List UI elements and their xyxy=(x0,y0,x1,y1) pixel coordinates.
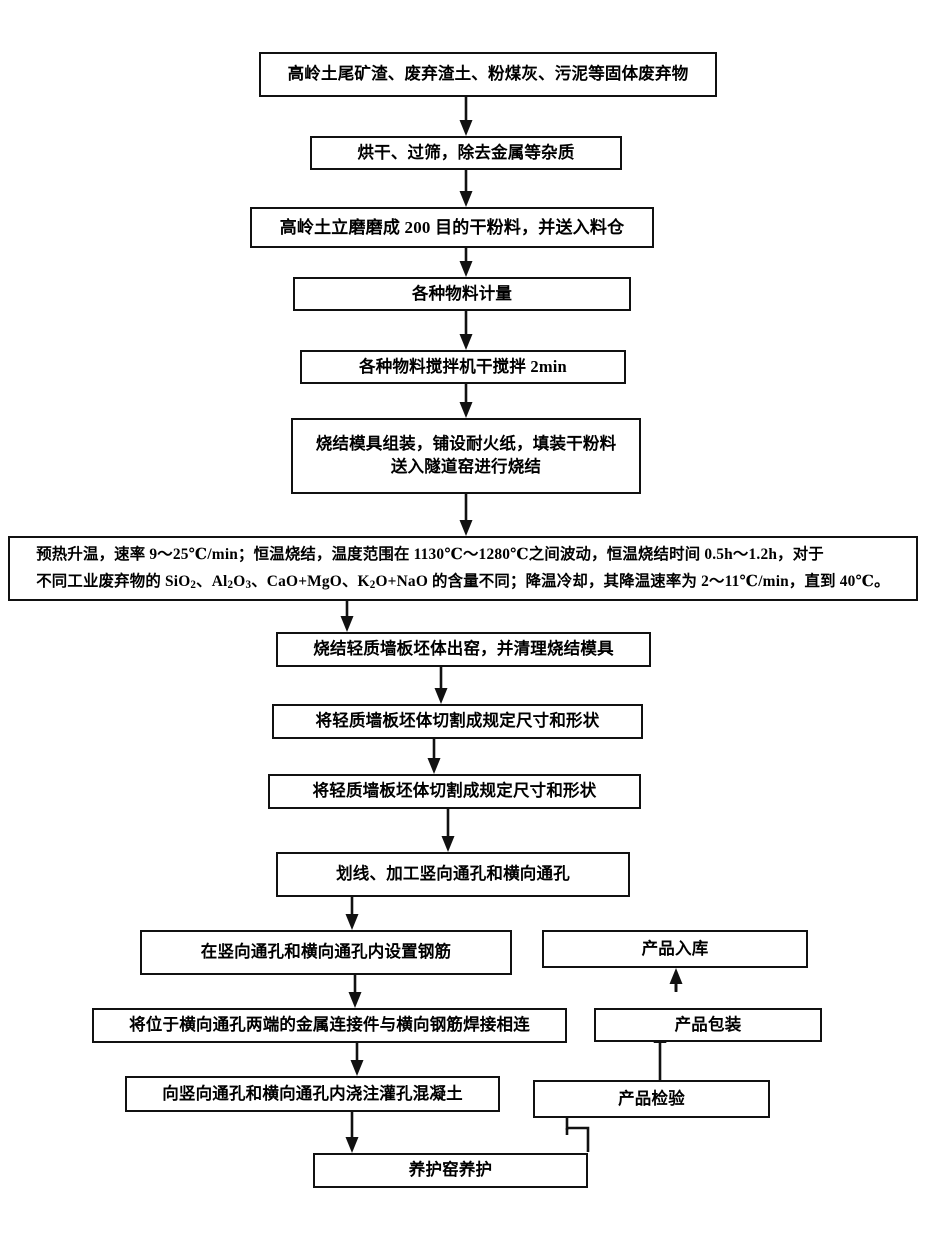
arrowhead-warehousing xyxy=(669,968,683,984)
node-raw-materials[interactable]: 高岭土尾矿渣、废弃渣土、粉煤灰、污泥等固体废弃物 xyxy=(259,52,717,97)
arrowhead-kilnexit xyxy=(340,616,354,632)
node-grout-pouring[interactable]: 向竖向通孔和横向通孔内浇注灌孔混凝土 xyxy=(125,1076,500,1112)
node-kiln-exit-label: 烧结轻质墙板坯体出窑，并清理烧结模具 xyxy=(313,639,614,659)
arrowhead-grout xyxy=(350,1060,364,1076)
node-cutting-2-label: 将轻质墙板坯体切割成规定尺寸和形状 xyxy=(312,781,597,801)
node-curing-kiln[interactable]: 养护窑养护 xyxy=(313,1153,588,1188)
arrowhead-mold xyxy=(459,402,473,418)
arrowhead-marking xyxy=(441,836,455,852)
node-product-warehousing[interactable]: 产品入库 xyxy=(542,930,808,968)
node-material-metering-label: 各种物料计量 xyxy=(411,283,513,303)
arrowhead-drying xyxy=(459,120,473,136)
arrowhead-cutting1 xyxy=(434,688,448,704)
node-welding-connectors[interactable]: 将位于横向通孔两端的金属连接件与横向钢筋焊接相连 xyxy=(92,1008,567,1043)
node-product-packaging[interactable]: 产品包装 xyxy=(594,1008,822,1042)
node-cutting-1[interactable]: 将轻质墙板坯体切割成规定尺寸和形状 xyxy=(272,704,643,739)
node-marking-drilling-label: 划线、加工竖向通孔和横向通孔 xyxy=(336,864,570,884)
node-rebar-placement-label: 在竖向通孔和横向通孔内设置钢筋 xyxy=(200,942,452,962)
node-product-packaging-label: 产品包装 xyxy=(674,1014,742,1034)
node-rebar-placement[interactable]: 在竖向通孔和横向通孔内设置钢筋 xyxy=(140,930,512,975)
node-grout-pouring-label: 向竖向通孔和横向通孔内浇注灌孔混凝土 xyxy=(162,1083,463,1103)
node-dry-mixing-label: 各种物料搅拌机干搅拌 2min xyxy=(359,356,567,376)
node-welding-connectors-label: 将位于横向通孔两端的金属连接件与横向钢筋焊接相连 xyxy=(129,1015,530,1035)
node-material-metering[interactable]: 各种物料计量 xyxy=(293,277,631,311)
arrowhead-welding xyxy=(348,992,362,1008)
node-dry-mixing[interactable]: 各种物料搅拌机干搅拌 2min xyxy=(300,350,626,384)
node-product-inspection-label: 产品检验 xyxy=(618,1088,685,1108)
node-mold-assembly[interactable]: 烧结模具组装，铺设耐火纸，填装干粉料 送入隧道窑进行烧结 xyxy=(291,418,641,494)
node-product-warehousing-label: 产品入库 xyxy=(641,938,709,958)
node-cutting-1-label: 将轻质墙板坯体切割成规定尺寸和形状 xyxy=(315,711,600,731)
arrowhead-cutting2 xyxy=(427,758,441,774)
node-vertical-milling-label: 高岭土立磨磨成 200 目的干粉料，并送入料仓 xyxy=(279,217,625,237)
connector-curing-to-inspection-elbow xyxy=(567,1126,590,1152)
node-product-inspection[interactable]: 产品检验 xyxy=(533,1080,770,1118)
node-kiln-exit[interactable]: 烧结轻质墙板坯体出窑，并清理烧结模具 xyxy=(276,632,651,667)
node-sintering-parameters-label: 预热升温，速率 9～25℃/min；恒温烧结，温度范围在 1130℃～1280℃… xyxy=(36,546,890,592)
arrowhead-params xyxy=(459,520,473,536)
node-mold-assembly-label: 烧结模具组装，铺设耐火纸，填装干粉料 送入隧道窑进行烧结 xyxy=(315,434,617,476)
node-raw-materials-label: 高岭土尾矿渣、废弃渣土、粉煤灰、污泥等固体废弃物 xyxy=(287,64,689,84)
node-drying-screening[interactable]: 烘干、过筛，除去金属等杂质 xyxy=(310,136,622,170)
node-curing-kiln-label: 养护窑养护 xyxy=(408,1160,493,1180)
arrowhead-metering xyxy=(459,261,473,277)
node-marking-drilling[interactable]: 划线、加工竖向通孔和横向通孔 xyxy=(276,852,630,897)
arrowhead-mixing xyxy=(459,334,473,350)
node-vertical-milling[interactable]: 高岭土立磨磨成 200 目的干粉料，并送入料仓 xyxy=(250,207,654,248)
arrowhead-rebar xyxy=(345,914,359,930)
node-sintering-parameters[interactable]: 预热升温，速率 9～25℃/min；恒温烧结，温度范围在 1130℃～1280℃… xyxy=(8,536,918,601)
node-cutting-2[interactable]: 将轻质墙板坯体切割成规定尺寸和形状 xyxy=(268,774,641,809)
node-drying-screening-label: 烘干、过筛，除去金属等杂质 xyxy=(357,142,575,162)
arrowhead-milling xyxy=(459,191,473,207)
arrowhead-curing xyxy=(345,1137,359,1153)
